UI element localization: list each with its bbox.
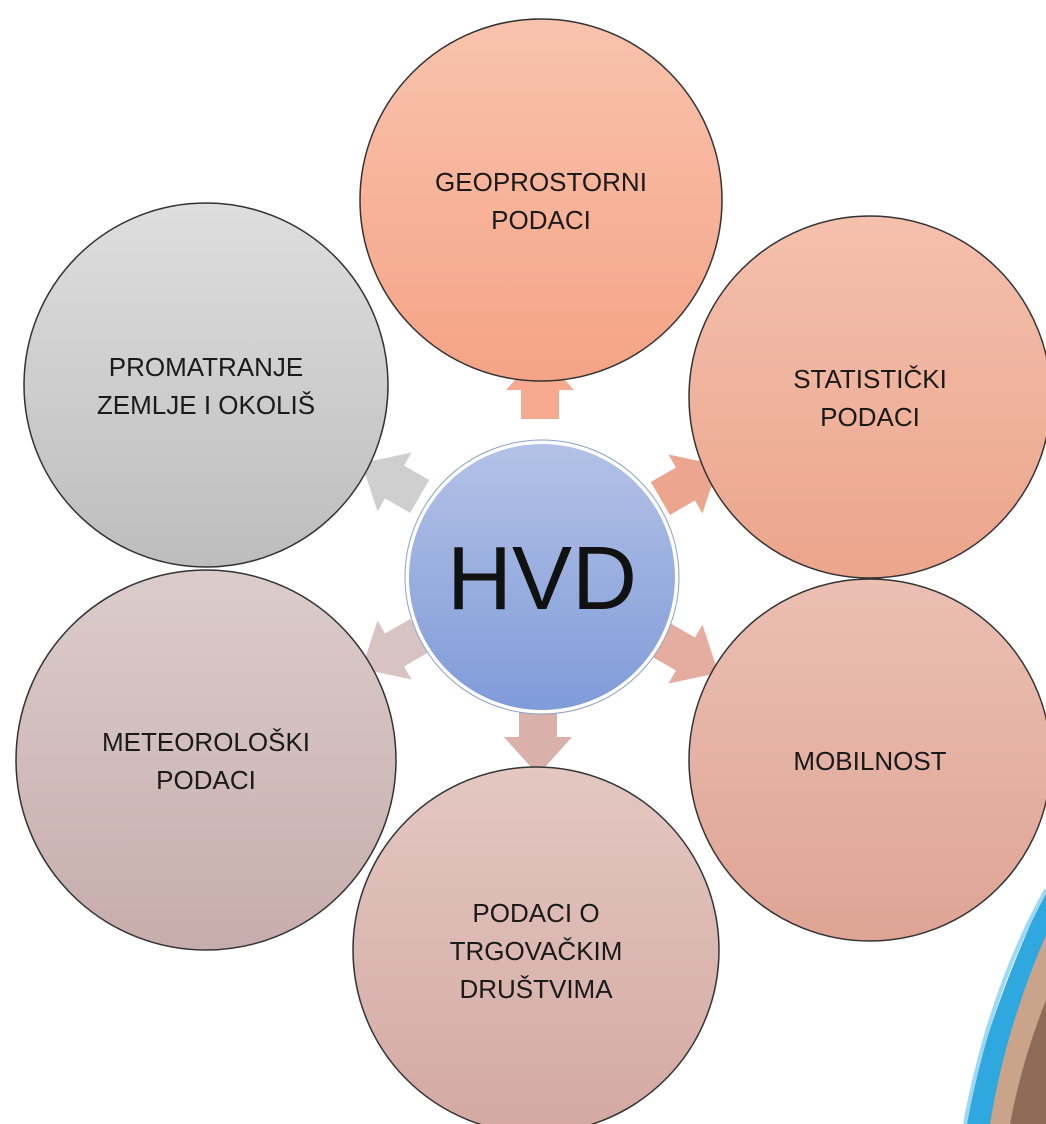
arrow-to-promatranje (361, 452, 430, 513)
node-mobilnost: MOBILNOST (688, 578, 1046, 942)
node-label-meteoroloski-line-1: METEOROLOŠKI (102, 727, 310, 757)
node-label-statisticki-line-2: PODACI (820, 402, 920, 432)
node-promatranje: PROMATRANJE ZEMLJE I OKOLIŠ (23, 202, 389, 568)
node-label-statisticki-line-1: STATISTIČKI (793, 364, 947, 394)
node-geoprostorni: GEOPROSTORNI PODACI (359, 18, 723, 382)
node-circle-trgovacka-drustva (352, 766, 720, 1124)
hub-circle (405, 440, 679, 714)
node-meteoroloski: METEOROLOŠKI PODACI (15, 569, 397, 951)
node-label-trgovacka-drustva-line-3: DRUŠTVIMA (459, 974, 613, 1004)
node-label-trgovacka-drustva-line-2: TRGOVAČKIM (450, 936, 623, 966)
hub-label: HVD (447, 529, 637, 629)
node-label-meteoroloski-line-2: PODACI (156, 765, 256, 795)
node-label-trgovacka-drustva-line-1: PODACI O (472, 898, 599, 928)
arrow-to-geoprostorni (506, 352, 574, 419)
node-circle-mobilnost (688, 578, 1046, 942)
node-label-geoprostorni-line-1: GEOPROSTORNI (435, 167, 647, 197)
hub-node: HVD (404, 439, 680, 715)
hub-outline (404, 439, 680, 715)
node-label-promatranje-line-1: PROMATRANJE (109, 352, 304, 382)
node-circle-geoprostorni (359, 18, 723, 382)
node-circle-statisticki (688, 215, 1046, 579)
node-circle-meteoroloski (15, 569, 397, 951)
node-label-mobilnost-line-1: MOBILNOST (793, 746, 946, 776)
arrow-to-meteoroloski (361, 619, 430, 680)
node-label-promatranje-line-2: ZEMLJE I OKOLIŠ (97, 390, 315, 420)
node-trgovacka-drustva: PODACI O TRGOVAČKIM DRUŠTVIMA (352, 766, 720, 1124)
arrow-to-trgovacka-drustva (504, 708, 572, 775)
arrow-to-statisticki (650, 454, 719, 515)
node-label-geoprostorni-line-2: PODACI (491, 205, 591, 235)
arrow-to-mobilnost (650, 623, 719, 684)
node-statisticki: STATISTIČKI PODACI (688, 215, 1046, 579)
node-circle-promatranje (23, 202, 389, 568)
corner-photo-decoration (963, 889, 1046, 1124)
